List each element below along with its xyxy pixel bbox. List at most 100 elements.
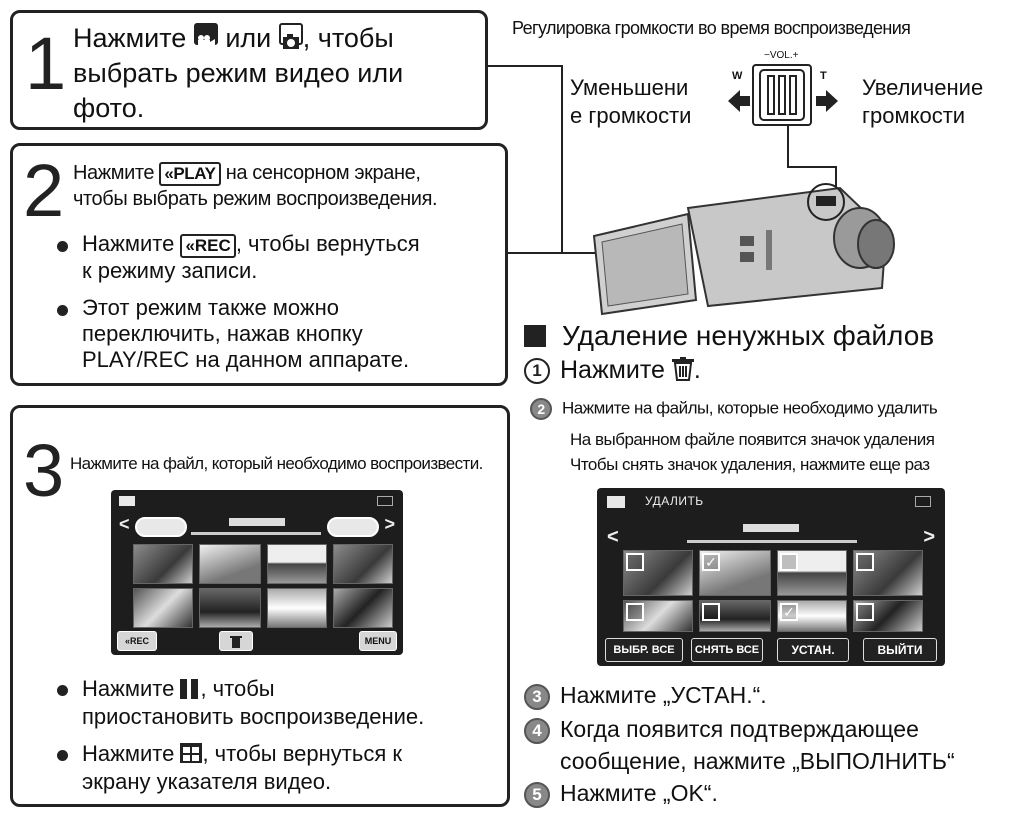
video-mode-indicator-icon — [607, 496, 625, 508]
prev-page-icon[interactable]: < — [119, 514, 130, 534]
select-all-button[interactable]: ВЫБР. ВСЕ — [605, 638, 683, 662]
step2-number: 2 — [23, 149, 65, 232]
exit-button[interactable]: ВЫЙТИ — [863, 638, 937, 662]
next-page-icon[interactable]: > — [384, 514, 395, 534]
video-thumbnail[interactable] — [133, 588, 193, 628]
file-thumbnail[interactable] — [699, 600, 771, 632]
w-label: W — [732, 70, 743, 82]
video-thumbnail[interactable] — [199, 544, 261, 584]
prev-page-icon[interactable]: < — [607, 526, 619, 548]
step3-bullet1-line2: приостановить воспроизведение. — [82, 704, 425, 729]
file-thumbnail[interactable] — [623, 600, 693, 632]
delete-step2-note2: Чтобы снять значок удаления, нажмите еще… — [570, 455, 930, 474]
increase-line1: Увеличение — [862, 75, 984, 100]
date-pill-left[interactable] — [135, 517, 187, 537]
step2-bullet1-line2: к режиму записи. — [82, 258, 258, 283]
step3-bullet1-b: , чтобы — [200, 676, 275, 701]
vol-label: −VOL.+ — [764, 50, 799, 61]
screen-menu-button[interactable]: MENU — [359, 631, 397, 651]
video-thumbnail[interactable] — [333, 588, 393, 628]
checkbox-empty[interactable] — [780, 553, 798, 571]
delete-step5-text: Нажмите „OK“. — [560, 780, 718, 806]
step2-text: Нажмите «PLAY на сенсорном экране, чтобы… — [73, 160, 438, 212]
increase-line2: громкости — [862, 103, 966, 128]
checkbox-empty[interactable] — [702, 603, 720, 621]
checkbox-empty[interactable] — [856, 603, 874, 621]
screen-delete-button[interactable] — [219, 631, 253, 651]
step2-box: 2 Нажмите «PLAY на сенсорном экране, что… — [10, 143, 508, 386]
video-mode-icon — [193, 23, 218, 49]
step-number-badge: 2 — [530, 398, 552, 420]
checkbox-checked[interactable]: ✓ — [702, 553, 720, 571]
file-thumbnail[interactable] — [623, 550, 693, 596]
video-thumbnail[interactable] — [267, 588, 327, 628]
heading-square-icon — [524, 325, 546, 347]
delete-step2-note1: На выбранном файле появится значок удале… — [570, 430, 935, 449]
file-thumbnail[interactable] — [777, 550, 847, 596]
delete-step1-text: Нажмите — [560, 356, 665, 384]
rec-button-label: «REC — [180, 234, 236, 258]
index-icon — [180, 743, 203, 763]
step1-text-b: или — [225, 23, 272, 53]
checkbox-empty[interactable] — [626, 553, 644, 571]
file-thumbnail[interactable] — [853, 550, 923, 596]
video-thumbnail[interactable] — [199, 588, 261, 628]
checkbox-empty[interactable] — [856, 553, 874, 571]
volume-title: Регулировка громкости во время воспроизв… — [512, 18, 911, 38]
video-thumbnail[interactable] — [267, 544, 327, 584]
step1-number: 1 — [25, 22, 67, 105]
bullet-dot — [57, 685, 68, 696]
date-pill-right[interactable] — [327, 517, 379, 537]
file-thumbnail[interactable] — [853, 600, 923, 632]
delete-step2-text: Нажмите на файлы, которые необходимо уда… — [562, 398, 938, 418]
step2-line1-a: Нажмите — [73, 162, 155, 184]
delete-screen: УДАЛИТЬ < > ✓ ✓ ВЫБР. ВСЕ СНЯТЬ ВСЕ УСТА… — [597, 488, 945, 666]
step2-bullet1: Нажмите «REC, чтобы вернуться к режиму з… — [57, 231, 420, 284]
delete-step4-line1: Когда появится подтверждающее — [560, 716, 919, 742]
video-thumbnail[interactable] — [133, 544, 193, 584]
video-thumbnail[interactable] — [333, 544, 393, 584]
video-mode-indicator-icon — [119, 496, 135, 506]
delete-heading: Удаление ненужных файлов — [524, 320, 934, 352]
step3-bullet2-a: Нажмите — [82, 741, 175, 766]
file-thumbnail[interactable]: ✓ — [777, 600, 847, 632]
file-thumbnail[interactable]: ✓ — [699, 550, 771, 596]
set-button[interactable]: УСТАН. — [777, 638, 849, 662]
step1-text-c: , чтобы — [302, 23, 394, 53]
play-button-label: «PLAY — [159, 162, 221, 186]
right-arrow-icon — [816, 88, 838, 119]
step3-bullet2: Нажмите , чтобы вернуться к экрану указа… — [57, 740, 402, 796]
next-page-icon[interactable]: > — [923, 526, 935, 548]
step2-bullet1-a: Нажмите — [82, 231, 175, 256]
clear-all-button[interactable]: СНЯТЬ ВСЕ — [691, 638, 763, 662]
step2-bullet1-b: , чтобы вернуться — [235, 231, 420, 256]
step2-bullet2-line2: переключить, нажав кнопку — [82, 321, 363, 346]
delete-screen-title: УДАЛИТЬ — [645, 494, 704, 508]
step3-line1: Нажмите на файл, который необходимо восп… — [70, 454, 483, 473]
step1-line3: фото. — [73, 93, 145, 123]
delete-step3-text: Нажмите „УСТАН.“. — [560, 682, 767, 708]
camcorder-illustration — [590, 178, 910, 318]
decrease-line1: Уменьшени — [570, 75, 689, 100]
volume-increase-label: Увеличение громкости — [862, 74, 983, 130]
page-indicator — [229, 518, 285, 526]
screen-rec-button[interactable]: «REC — [117, 631, 157, 651]
step1-text-a: Нажмите — [73, 23, 187, 53]
step3-bullet2-line2: экрану указателя видео. — [82, 769, 332, 794]
checkbox-checked[interactable]: ✓ — [780, 603, 798, 621]
zoom-lever[interactable] — [752, 64, 812, 126]
step2-line1-b: на сенсорном экране, — [225, 162, 421, 184]
media-indicator-icon — [915, 496, 931, 507]
playback-index-screen: < > «REC MENU — [111, 490, 403, 655]
step-number-badge: 3 — [524, 683, 550, 710]
progress-line — [191, 532, 321, 535]
step3-bullet2-b: , чтобы вернуться к — [202, 741, 402, 766]
checkbox-empty[interactable] — [626, 603, 644, 621]
step2-line2: чтобы выбрать режим воспроизведения. — [73, 188, 438, 210]
page-indicator — [743, 524, 799, 532]
step3-bullet1-a: Нажмите — [82, 676, 175, 701]
delete-heading-text: Удаление ненужных файлов — [562, 320, 935, 351]
